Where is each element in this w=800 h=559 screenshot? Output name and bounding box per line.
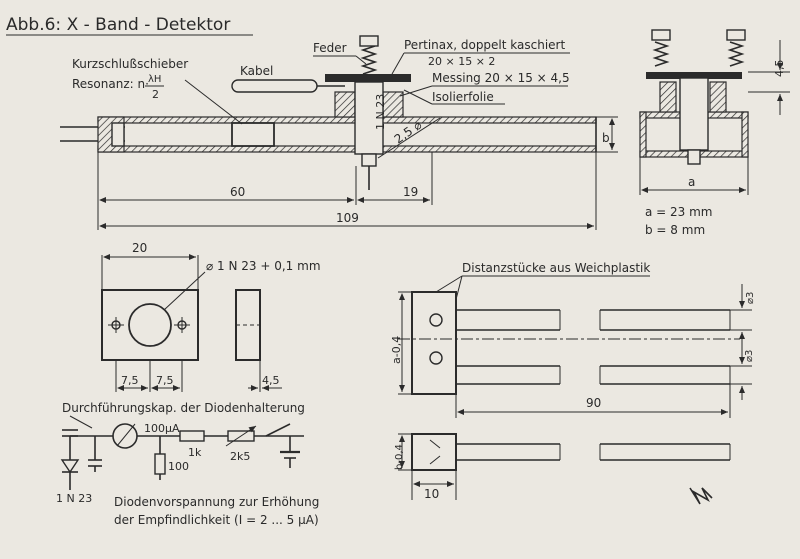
label-distanz: Distanzstücke aus Weichplastik [462, 261, 650, 275]
main-dimensions: 60 19 109 b [97, 116, 618, 230]
dim-7-5-right: 7,5 [156, 374, 174, 387]
spring [360, 45, 378, 75]
label-resonanz: Resonanz: n· [72, 77, 149, 91]
messing-block-views: 20 ⌀ 1 N 23 + 0,1 mm 7,5 7,5 4,5 [101, 241, 321, 392]
waveguide-top-wall [97, 116, 597, 124]
signature-mark [689, 487, 713, 505]
label-pertinax-dim: 20 × 15 × 2 [428, 55, 495, 68]
diode2-label: 1 N 23 [56, 492, 92, 505]
dim-phi3-bottom: ⌀3 [744, 350, 755, 362]
label-feder: Feder [313, 41, 347, 55]
slider-block-side [411, 433, 457, 471]
label-resonanz-den: 2 [152, 88, 159, 101]
dim-19: 19 [403, 185, 418, 199]
dim-45-side: 4,5 [773, 60, 786, 78]
waveguide-section: 1 N 23 [60, 35, 597, 190]
label-kurzschluss: Kurzschlußschieber [72, 57, 188, 71]
label-isolierfolie: Isolierfolie [432, 90, 494, 104]
dim-109: 109 [336, 211, 359, 225]
meter-label: 100µA [144, 422, 180, 435]
label-kabel: Kabel [240, 64, 273, 78]
dim-60: 60 [230, 185, 245, 199]
label-messing: Messing 20 × 15 × 4,5 [432, 71, 570, 85]
resistor-1k [179, 430, 205, 442]
r100-label: 100 [168, 460, 189, 473]
vorspannung-line1: Diodenvorspannung zur Erhöhung [114, 495, 319, 509]
diode-label: 1 N 23 [374, 94, 387, 130]
dim-a-minus: a-0,4 [390, 336, 403, 364]
slider-side-detail: b-0,4 10 [394, 433, 731, 505]
label-resonanz-num: λH [148, 74, 161, 85]
label-pertinax: Pertinax, doppelt kaschiert [404, 38, 565, 52]
dim-b-minus: b-0,4 [394, 444, 405, 470]
slider-block-front [411, 291, 457, 395]
dim-90: 90 [586, 396, 601, 410]
screw-head [359, 35, 379, 47]
pertinax-plate [325, 74, 411, 82]
resistor-100 [154, 453, 166, 475]
label-durchf: Durchführungskap. der Diodenhalterung [62, 401, 305, 415]
b-value: b = 8 mm [645, 223, 705, 237]
dim-b: b [602, 131, 610, 145]
vorspannung-line2: der Empfindlichkeit (I = 2 ... 5 µA) [114, 513, 319, 527]
slider-detail: Distanzstücke aus Weichplastik a-0,4 90 [390, 261, 756, 418]
waveguide-bottom-wall [97, 145, 597, 153]
figure-title: Abb.6: X - Band - Detektor [6, 15, 230, 35]
bias-circuit: Durchführungskap. der Diodenhalterung 10… [56, 401, 319, 527]
a-value: a = 23 mm [645, 205, 713, 219]
end-view: a 4,5 a = 23 mm b = 8 mm [639, 29, 790, 237]
dim-10: 10 [424, 487, 439, 501]
short-slider [231, 122, 275, 147]
diode-body [354, 81, 384, 155]
dim-7-5-left: 7,5 [121, 374, 139, 387]
switch [265, 423, 291, 437]
diode-hole [128, 303, 172, 347]
dim-phi3-top: ⌀3 [745, 292, 756, 304]
dim-20: 20 [132, 241, 147, 255]
r1k-label: 1k [188, 446, 202, 459]
dim-a: a [688, 175, 695, 189]
diode-symbol [60, 459, 80, 474]
cable [231, 79, 318, 93]
hole-note: ⌀ 1 N 23 + 0,1 mm [206, 259, 321, 273]
main-labels: Feder Pertinax, doppelt kaschiert 20 × 1… [72, 38, 570, 159]
dim-4-5-block: 4,5 [262, 374, 280, 387]
pot-label: 2k5 [230, 450, 250, 463]
